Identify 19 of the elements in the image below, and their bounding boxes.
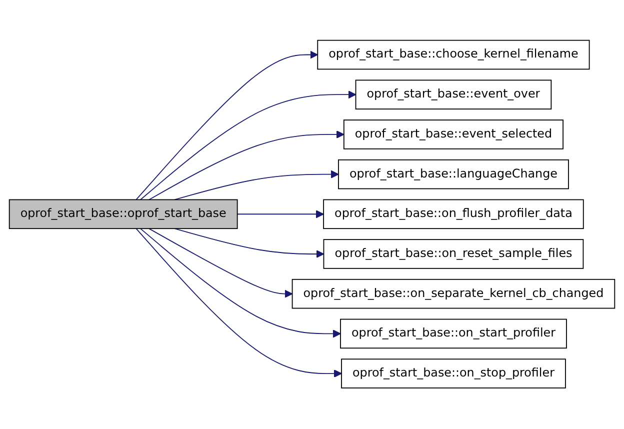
- arrow: [148, 228, 293, 298]
- arrow: [136, 228, 342, 378]
- arrow: [174, 170, 339, 201]
- node-box: oprof_start_base::on_reset_sample_files: [323, 239, 584, 270]
- arrow: [236, 210, 324, 219]
- node-box: oprof_start_base::on_separate_kernel_cb_changed: [292, 279, 616, 310]
- arrow: [136, 51, 318, 201]
- arrow: [148, 130, 344, 201]
- node-box: oprof_start_base::on_flush_profiler_data: [323, 200, 584, 230]
- arrow: [174, 228, 324, 258]
- node-box: oprof_start_base::choose_kernel_filename: [317, 40, 590, 70]
- node-box: oprof_start_base::oprof_start_base: [8, 200, 238, 230]
- arrow: [140, 90, 356, 201]
- node-box: oprof_start_base::languageChange: [338, 160, 569, 190]
- node-box: oprof_start_base::on_stop_profiler: [341, 359, 566, 389]
- node-box: oprof_start_base::event_selected: [343, 120, 564, 150]
- node-box: oprof_start_base::event_over: [355, 80, 552, 110]
- node-box: oprof_start_base::on_start_profiler: [340, 319, 567, 349]
- arrow: [140, 228, 341, 338]
